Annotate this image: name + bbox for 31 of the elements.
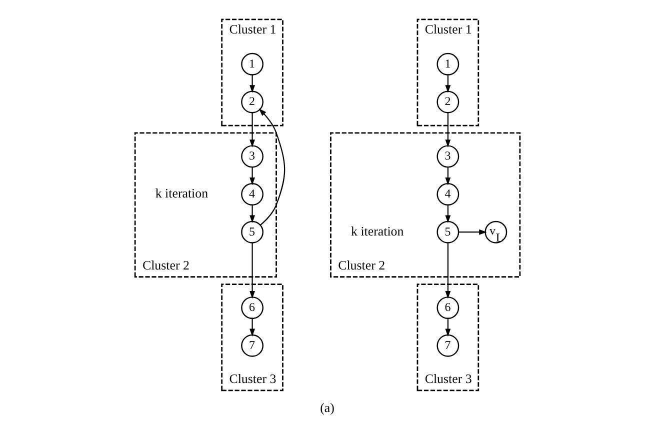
node-circle: 1 bbox=[241, 52, 264, 76]
arrow bbox=[250, 243, 255, 299]
arrow bbox=[445, 243, 451, 299]
node-circle: 1 bbox=[436, 52, 460, 76]
caption: (a) bbox=[320, 400, 334, 415]
arrow bbox=[445, 318, 451, 337]
node-circle: 3 bbox=[241, 145, 264, 168]
node-circle: 4 bbox=[241, 183, 264, 206]
node-circle: 4 bbox=[436, 183, 460, 206]
arrow bbox=[250, 205, 255, 224]
node-circle: 5 bbox=[436, 220, 460, 244]
node-circle: 7 bbox=[241, 334, 264, 357]
arrow bbox=[250, 74, 255, 93]
arrow bbox=[250, 167, 255, 186]
node-circle: 2 bbox=[436, 90, 460, 114]
node-circle: 2 bbox=[241, 90, 264, 114]
arrow bbox=[445, 167, 451, 186]
arrow bbox=[458, 229, 487, 235]
node-circle: 3 bbox=[436, 145, 460, 168]
label: k iteration bbox=[351, 224, 404, 239]
node-circle: 6 bbox=[241, 296, 264, 319]
arrow bbox=[250, 318, 255, 337]
label: k iteration bbox=[155, 186, 208, 201]
node-circle: 6 bbox=[436, 296, 460, 319]
arrow bbox=[445, 205, 451, 224]
arrow bbox=[258, 108, 286, 226]
arrow bbox=[445, 112, 451, 148]
node-circle: 7 bbox=[436, 334, 460, 357]
arrow bbox=[250, 112, 255, 148]
node-circle: 5 bbox=[241, 220, 264, 244]
arrow bbox=[445, 74, 451, 93]
